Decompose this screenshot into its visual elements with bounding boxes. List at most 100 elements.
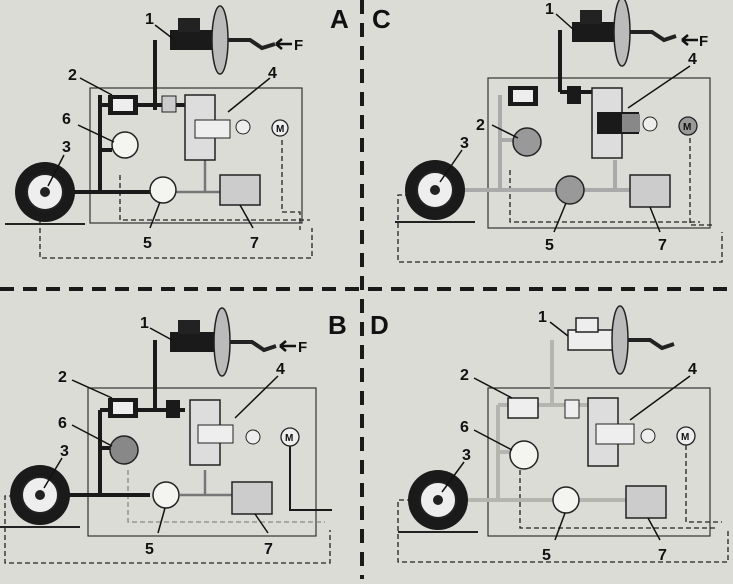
force-label: F <box>294 37 303 54</box>
accumulator <box>509 440 539 470</box>
force-label: F <box>699 33 708 50</box>
motor-wire <box>289 445 332 511</box>
motor-label: M <box>683 122 691 133</box>
inactive-line <box>465 340 640 502</box>
motor-shaft <box>642 116 658 132</box>
force-arrow <box>275 38 292 50</box>
brake-line <box>60 40 215 194</box>
wheel-hub <box>40 187 50 197</box>
hydraulic-unit-outline <box>487 77 711 229</box>
return-line <box>180 470 240 497</box>
callout-leader <box>555 13 575 31</box>
inlet-valve <box>507 397 539 419</box>
callout-leader <box>441 461 465 493</box>
reservoir <box>580 10 602 24</box>
callout-3: 3 <box>60 443 69 460</box>
panel-d: M D 1 2 3 4 5 6 7 <box>370 305 729 564</box>
callout-5: 5 <box>545 237 554 254</box>
callout-4: 4 <box>268 65 277 82</box>
panel-a: M F A 1 2 3 4 5 6 7 <box>5 4 349 259</box>
motor-symbol <box>678 116 698 136</box>
callout-4: 4 <box>688 51 697 68</box>
motor-wire <box>689 138 712 226</box>
callout-leader <box>154 24 173 39</box>
callout-leader <box>647 517 661 541</box>
callout-leader <box>149 201 161 229</box>
callout-leader <box>627 65 691 109</box>
brake-booster <box>611 305 629 375</box>
inlet-valve-inner <box>113 99 133 111</box>
hydraulic-unit-outline <box>89 87 303 224</box>
panel-letter: B <box>328 310 347 340</box>
ecu-module <box>231 481 273 515</box>
brake-booster <box>613 0 631 67</box>
panel-letter: A <box>330 4 349 34</box>
control-wire <box>119 175 310 221</box>
motor-symbol <box>271 119 289 137</box>
callout-5: 5 <box>542 547 551 564</box>
pump-piston <box>622 114 640 132</box>
motor-wire <box>281 140 301 230</box>
callout-leader <box>473 429 513 451</box>
hydraulic-unit-outline <box>487 387 711 537</box>
callout-7: 7 <box>264 541 273 558</box>
ecu-module <box>625 485 667 519</box>
callout-4: 4 <box>688 361 697 378</box>
reservoir <box>575 317 599 333</box>
wheel-hub <box>433 495 443 505</box>
brake-booster <box>211 5 229 75</box>
callout-leader <box>629 375 691 421</box>
motor-shaft <box>640 428 656 444</box>
brake-pedal <box>630 30 677 43</box>
force-arrow <box>681 34 698 46</box>
callout-leader <box>234 375 279 419</box>
callout-3: 3 <box>460 135 469 152</box>
valve-block <box>564 399 580 419</box>
valve-block <box>166 400 180 418</box>
callout-1: 1 <box>545 1 554 18</box>
brake-pedal <box>628 338 675 351</box>
damper <box>152 481 180 509</box>
motor-label: M <box>681 432 689 443</box>
callout-7: 7 <box>658 237 667 254</box>
panel-c: M F C 1 2 3 4 5 7 <box>372 0 723 263</box>
motor-shaft <box>235 119 251 135</box>
panel-letter: C <box>372 4 391 34</box>
ecu-module <box>219 174 261 206</box>
callout-leader <box>43 457 63 489</box>
accumulator <box>512 127 542 157</box>
brake-pedal <box>228 38 276 51</box>
callout-leader <box>77 124 115 143</box>
wheel-hub <box>35 490 45 500</box>
callout-leader <box>549 321 569 337</box>
callout-2: 2 <box>460 367 469 384</box>
callout-leader <box>439 149 463 183</box>
callout-leader <box>79 77 113 96</box>
callout-leader <box>157 507 166 534</box>
callout-2: 2 <box>476 117 485 134</box>
master-cylinder <box>170 30 215 50</box>
reservoir <box>178 18 200 32</box>
callout-6: 6 <box>460 419 469 436</box>
motor-label: M <box>276 124 284 135</box>
callout-2: 2 <box>58 369 67 386</box>
hydraulic-unit-outline <box>87 387 317 537</box>
inlet-valve-inner <box>513 90 533 102</box>
valve-block <box>567 86 581 104</box>
sensor-wire <box>397 194 723 263</box>
control-wire <box>519 470 715 529</box>
sensor-wire <box>397 499 729 563</box>
pump-core <box>194 119 231 139</box>
callout-leader <box>491 124 519 139</box>
damper <box>555 175 585 205</box>
callout-1: 1 <box>145 11 154 28</box>
callout-1: 1 <box>538 309 547 326</box>
panel-letter: D <box>370 310 389 340</box>
damper <box>149 176 177 204</box>
pump-core <box>197 424 234 444</box>
callout-leader <box>71 379 113 399</box>
callout-7: 7 <box>658 547 667 564</box>
callout-5: 5 <box>143 235 152 252</box>
wheel-hub <box>430 185 440 195</box>
